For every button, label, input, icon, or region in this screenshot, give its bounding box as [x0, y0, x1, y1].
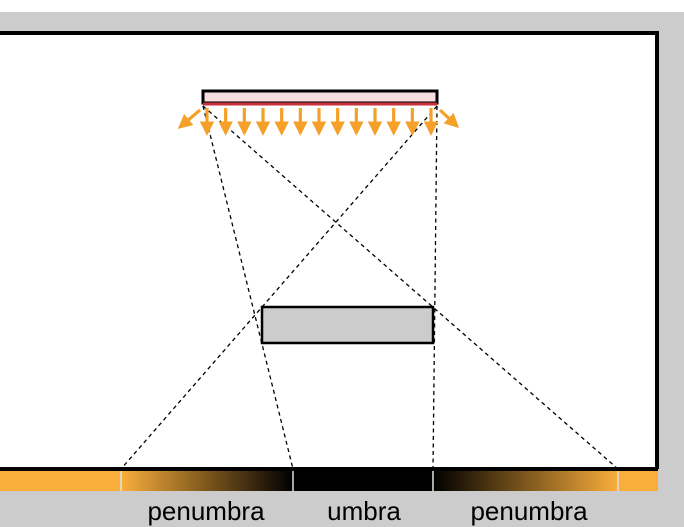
- floor-umbra: [293, 469, 433, 491]
- ray-line-right-outer: [202, 105, 619, 470]
- penumbra-left-label: penumbra: [147, 496, 265, 526]
- penumbra-right-label: penumbra: [470, 496, 588, 526]
- floor-lit-left: [0, 469, 121, 491]
- floor-penumbra-left: [121, 469, 293, 491]
- room-interior: [0, 33, 657, 469]
- arrow-icon: [438, 108, 460, 128]
- floor-strip: [0, 467, 658, 491]
- floor-lit-right: [618, 469, 658, 491]
- arrow-icon: [177, 108, 202, 129]
- ray-line-right-inner: [432, 105, 438, 470]
- umbra-label: umbra: [327, 496, 401, 526]
- room-walls: [0, 31, 659, 469]
- light-source-panel: [201, 89, 439, 105]
- construction-lines: [120, 105, 619, 470]
- ray-line-left-inner: [202, 105, 294, 470]
- obstacle: [260, 305, 435, 345]
- light-rays: [177, 108, 460, 136]
- floor-penumbra-right: [433, 469, 618, 491]
- light-source: [201, 89, 439, 106]
- ray-line-left-outer: [120, 105, 438, 470]
